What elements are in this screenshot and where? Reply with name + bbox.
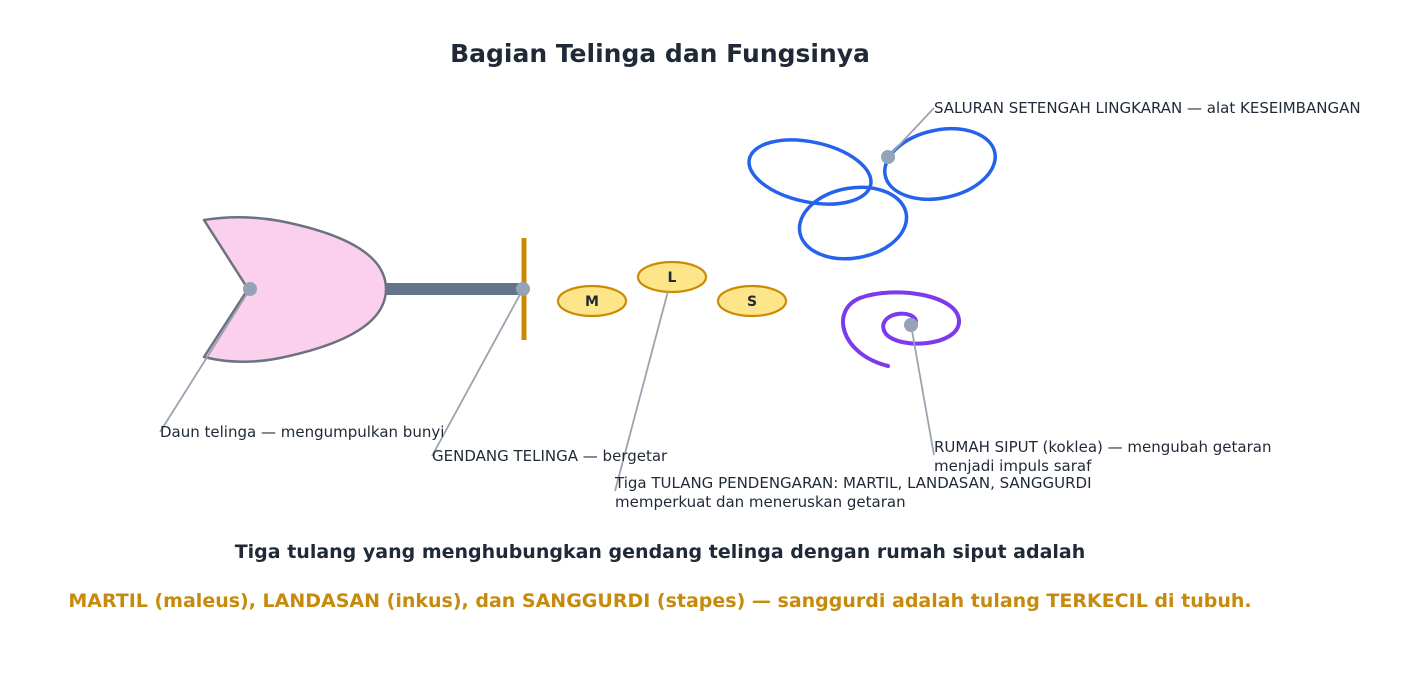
cochlea-spiral bbox=[841, 290, 962, 368]
label-ossicles-line1: Tiga TULANG PENDENGARAN: MARTIL, LANDASA… bbox=[614, 474, 1092, 492]
label-semicircular: SALURAN SETENGAH LINGKARAN — alat KESEIM… bbox=[934, 99, 1361, 117]
summary-line-1: Tiga tulang yang menghubungkan gendang t… bbox=[235, 541, 1086, 563]
leader-cochlea bbox=[910, 324, 935, 456]
label-ossicles-line2: memperkuat dan meneruskan getaran bbox=[615, 493, 906, 511]
ossicle-sanggurdi: S bbox=[716, 284, 788, 318]
summary-line-2: MARTIL (maleus), LANDASAN (inkus), dan S… bbox=[68, 590, 1251, 612]
leader-pinna bbox=[159, 288, 251, 433]
anchor-dot-semicircular bbox=[881, 150, 895, 164]
semicircular-loop-bottom bbox=[797, 185, 909, 261]
label-pinna: Daun telinga — mengumpulkan bunyi bbox=[160, 423, 444, 441]
anchor-dot-cochlea bbox=[904, 318, 918, 332]
label-eardrum: GENDANG TELINGA — bergetar bbox=[432, 447, 668, 465]
anchor-dot-pinna bbox=[243, 282, 257, 296]
pinna-shape bbox=[202, 215, 388, 364]
anchor-dot-eardrum bbox=[516, 282, 530, 296]
leader-ossicles bbox=[614, 290, 669, 492]
ossicle-sanggurdi-letter: S bbox=[747, 294, 757, 310]
semicircular-loop-left bbox=[747, 138, 873, 206]
ossicle-martil-letter: M bbox=[585, 294, 599, 310]
label-cochlea-line2: menjadi impuls saraf bbox=[934, 457, 1092, 475]
ossicle-landasan: L bbox=[636, 260, 708, 294]
semicircular-canals bbox=[747, 127, 997, 261]
leader-eardrum bbox=[431, 288, 524, 457]
semicircular-loop-right bbox=[883, 127, 997, 201]
leader-semicircular bbox=[887, 107, 935, 158]
ossicle-martil: M bbox=[556, 284, 628, 318]
ossicle-landasan-letter: L bbox=[668, 270, 677, 286]
diagram-title: Bagian Telinga dan Fungsinya bbox=[450, 39, 870, 68]
label-cochlea-line1: RUMAH SIPUT (koklea) — mengubah getaran bbox=[934, 438, 1271, 456]
